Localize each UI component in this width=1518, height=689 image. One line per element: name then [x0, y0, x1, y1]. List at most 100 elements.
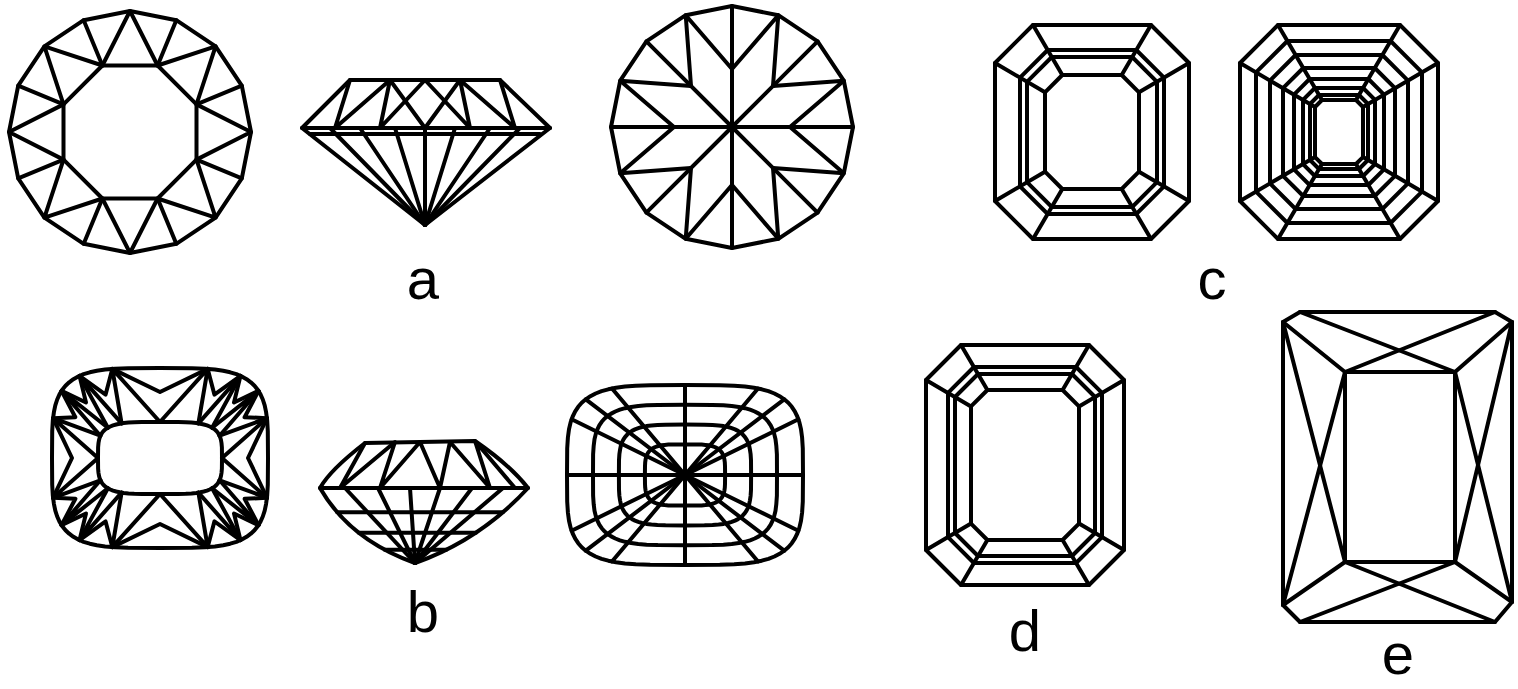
- cushion-outline: [52, 368, 268, 548]
- lower-girdle-facet: [732, 15, 778, 86]
- star-facet: [197, 104, 252, 159]
- pavilion-facet: [685, 399, 784, 475]
- facet-line: [1455, 322, 1512, 562]
- lower-girdle-facet: [686, 15, 732, 86]
- pavilion-facet: [586, 475, 685, 551]
- facet-line: [1300, 312, 1455, 372]
- figure-label: d: [1009, 602, 1041, 660]
- upper-girdle-facet: [18, 160, 63, 179]
- figure-label: a: [407, 250, 439, 308]
- pavilion-facet: [586, 399, 685, 475]
- crown-facets: [340, 441, 515, 488]
- step-ring: [1020, 50, 1164, 214]
- pavilion-facet: [410, 488, 415, 563]
- step-ring: [1045, 75, 1139, 189]
- corner-line: [1033, 189, 1062, 239]
- pavilion-facet: [612, 389, 685, 476]
- lower-girdle-facet: [620, 127, 691, 173]
- crown-facet: [112, 369, 160, 424]
- step-ring: [1315, 100, 1363, 164]
- corner-line: [995, 63, 1045, 92]
- step-ring: [926, 345, 1124, 585]
- corner-line: [961, 540, 987, 585]
- pavilion-facet: [425, 128, 490, 225]
- corner-line: [1240, 157, 1315, 201]
- crown-facet: [208, 521, 241, 547]
- pavilion-facet: [395, 128, 425, 225]
- step-ring: [1270, 55, 1408, 209]
- step-ring: [1294, 79, 1384, 185]
- pavilion-facet: [685, 473, 803, 477]
- figure-label: c: [1198, 250, 1227, 308]
- corner-line: [1079, 380, 1124, 406]
- corner-line: [926, 524, 971, 550]
- girdle-line: [320, 486, 528, 490]
- step-ring: [971, 390, 1079, 540]
- star-facet: [44, 160, 102, 218]
- upper-girdle-facet: [84, 20, 103, 65]
- pavilion-facet: [612, 475, 685, 562]
- star-facet: [102, 199, 157, 254]
- crown-facets: [335, 80, 515, 128]
- star-facet: [102, 11, 157, 66]
- crown-facet: [53, 458, 100, 498]
- corner-line: [1033, 25, 1062, 75]
- corner-line: [1139, 63, 1189, 92]
- upper-girdle-facet: [197, 86, 242, 105]
- step-ring: [995, 25, 1189, 239]
- crown-facet: [160, 493, 208, 547]
- pavilion-facet: [415, 488, 472, 563]
- star-facet: [44, 46, 102, 104]
- crown-facet: [220, 418, 267, 458]
- pavilion-ring: [359, 531, 476, 535]
- crown-facet: [112, 524, 207, 547]
- pavilion-facet: [567, 473, 685, 477]
- pavilion-facet: [345, 488, 415, 563]
- crown-facet: [80, 369, 113, 395]
- step-ring: [1303, 88, 1375, 176]
- step-ring: [1256, 41, 1422, 223]
- pavilion-facet: [685, 475, 798, 531]
- figure-label: e: [1382, 625, 1414, 683]
- pavilion-facet: [572, 419, 685, 475]
- lower-girdle-facet: [773, 81, 844, 127]
- corner-line: [961, 345, 987, 390]
- pavilion-facet: [572, 475, 685, 531]
- pavilion-facet: [685, 389, 758, 476]
- corner-line: [1079, 524, 1124, 550]
- upper-girdle-facet: [158, 199, 177, 244]
- facet-line: [1345, 562, 1495, 622]
- pavilion-facet: [683, 385, 687, 475]
- crown-facet: [53, 498, 75, 525]
- step-ring: [1310, 95, 1368, 169]
- pavilion-facet: [423, 128, 427, 225]
- corner-line: [1122, 189, 1151, 239]
- pavilion-facet: [685, 475, 784, 551]
- corner-line: [1122, 25, 1151, 75]
- facet-line: [1283, 322, 1345, 562]
- pavilion-facet: [330, 128, 425, 225]
- step-ring: [1283, 68, 1395, 196]
- crown-facet: [220, 458, 267, 498]
- pavilion-facet: [378, 488, 415, 563]
- facet-line: [1300, 562, 1455, 622]
- figure-label: b: [407, 583, 439, 641]
- lower-girdle-facet: [620, 81, 691, 127]
- step-ring: [955, 374, 1095, 556]
- corner-line: [1063, 345, 1089, 390]
- side-outline: [302, 80, 550, 225]
- pavilion-facet: [415, 488, 503, 563]
- girdle-outline: [9, 11, 251, 253]
- corner-line: [926, 380, 971, 406]
- star-facet: [158, 46, 216, 104]
- step-ring: [948, 367, 1102, 563]
- side-outline: [320, 441, 528, 563]
- pavilion-ring: [567, 385, 803, 565]
- lower-girdle-facet: [732, 168, 778, 239]
- table-facet: [64, 66, 197, 199]
- star-facet: [9, 104, 64, 159]
- corner-line: [1063, 540, 1089, 585]
- facet-line: [1283, 372, 1345, 605]
- crown-facet: [112, 493, 160, 547]
- crown-facet: [112, 369, 207, 392]
